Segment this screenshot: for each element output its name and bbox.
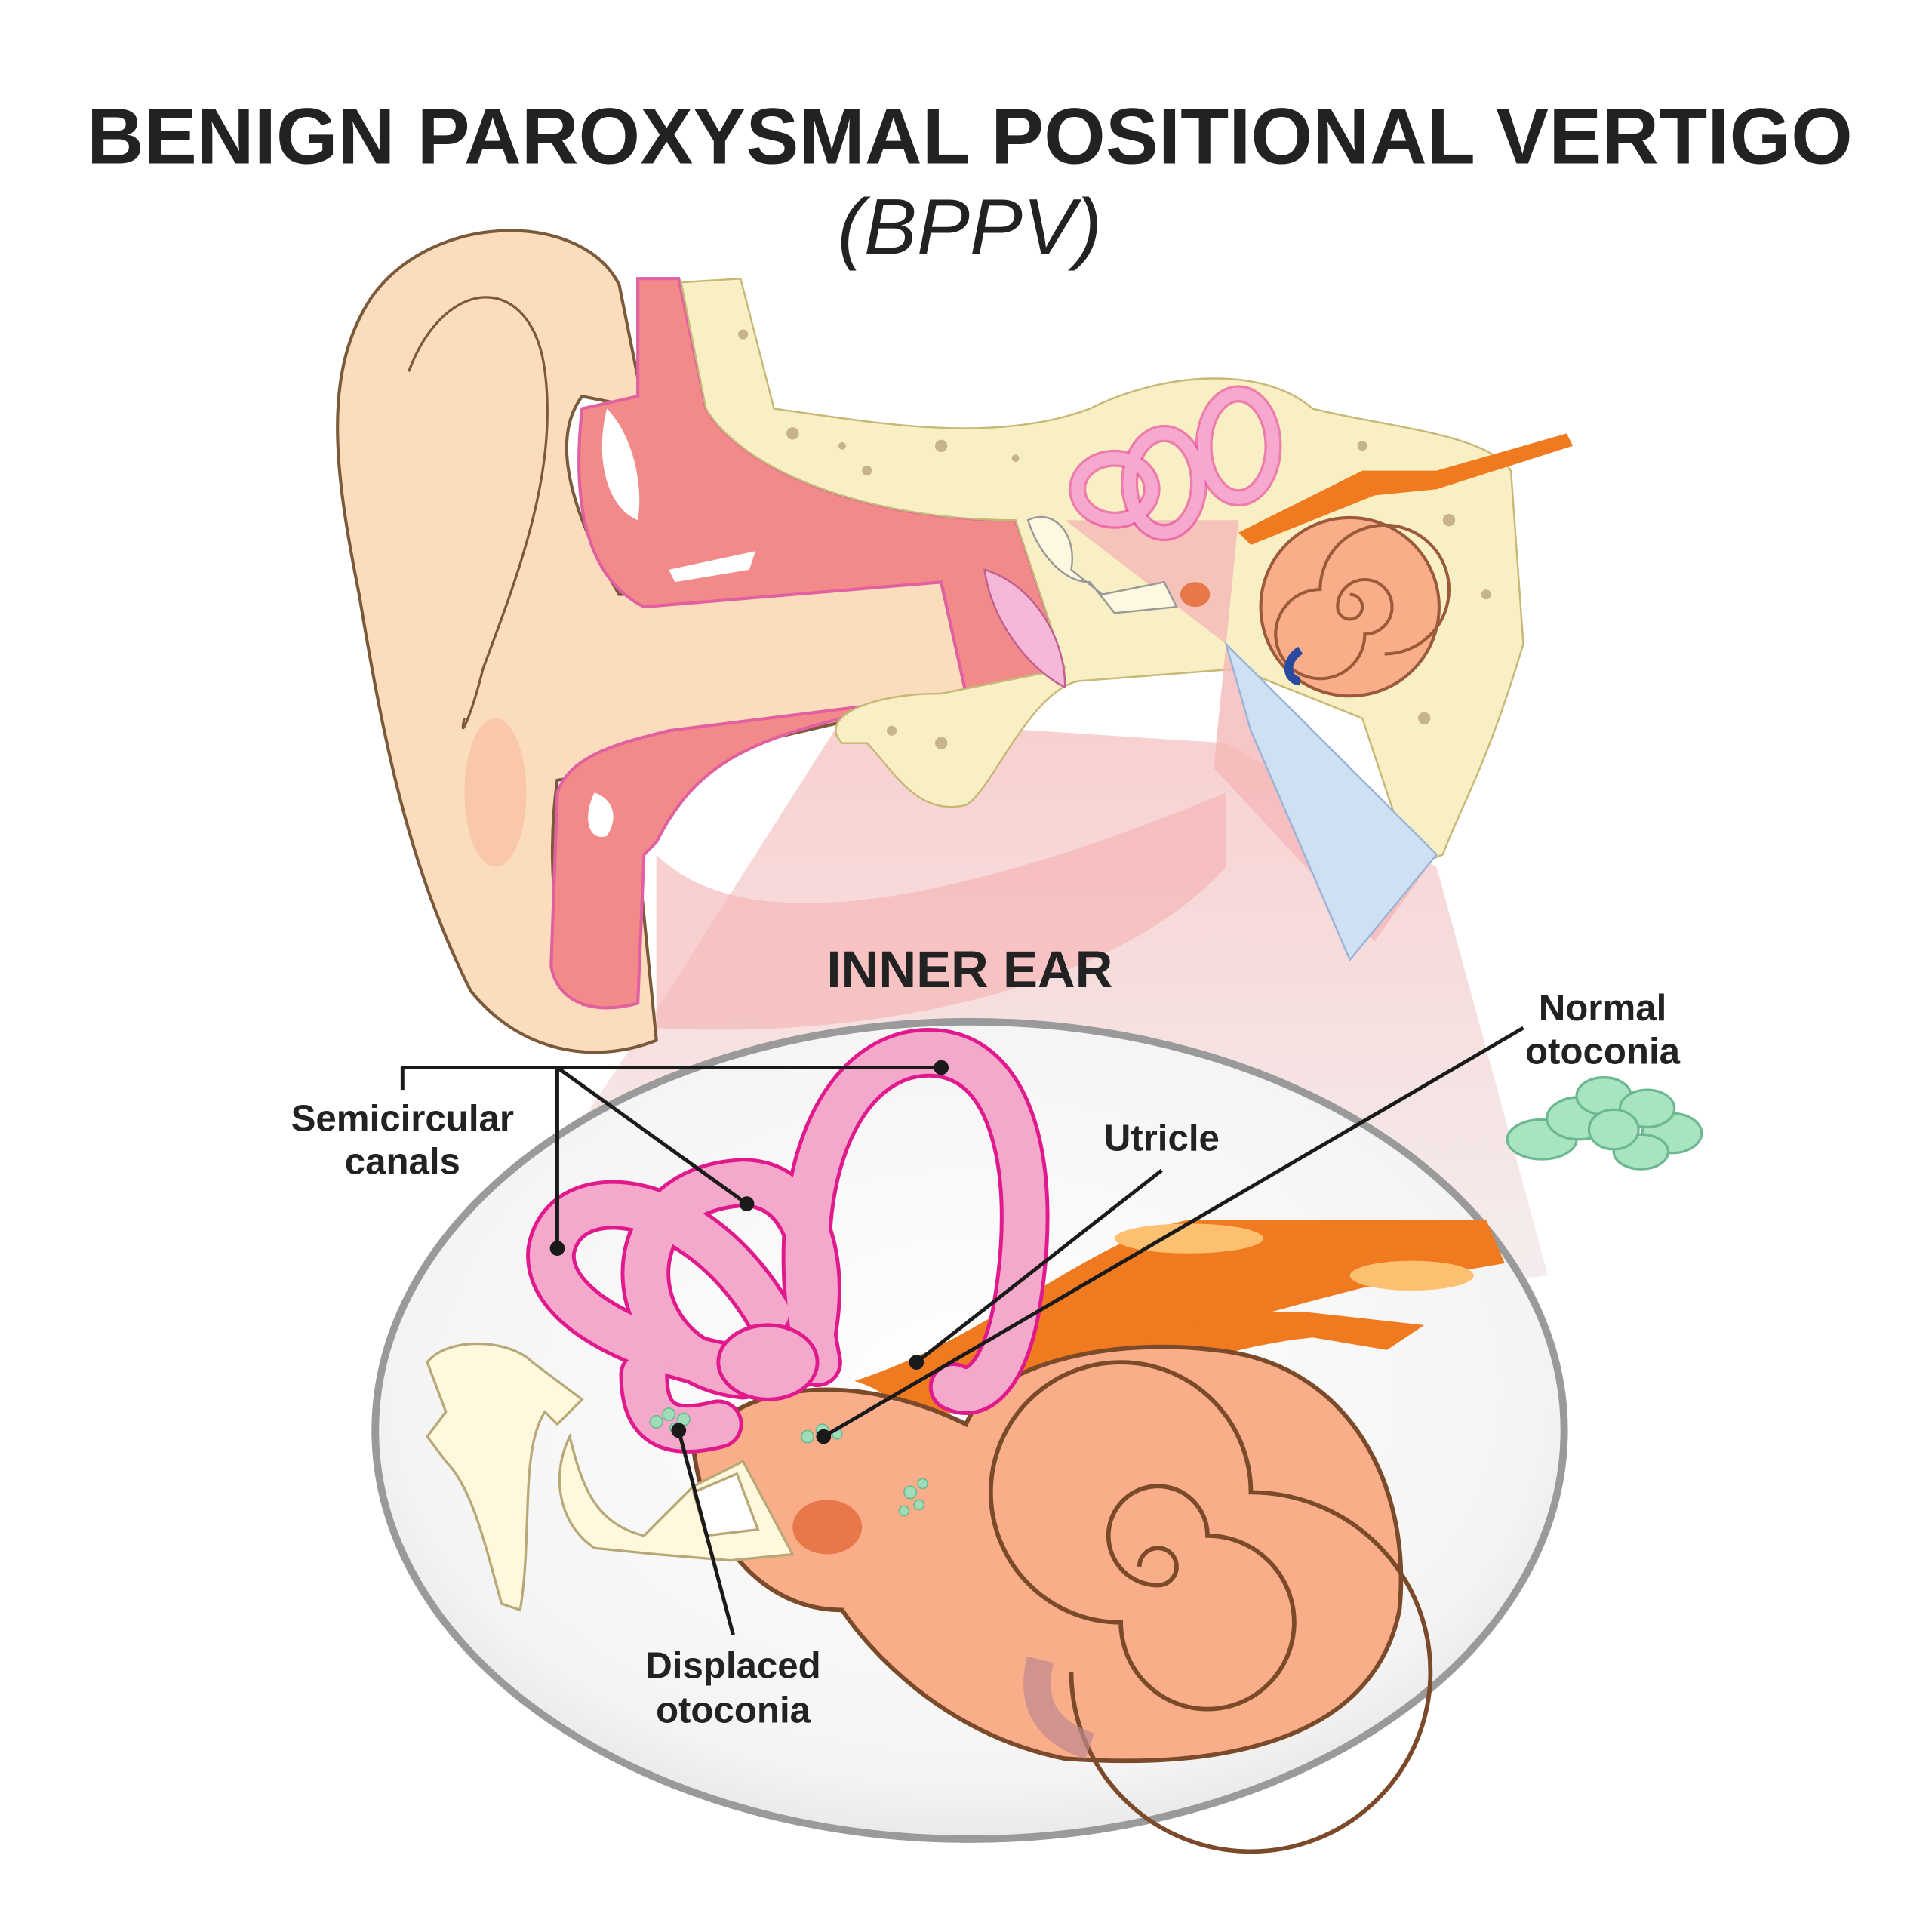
leader-lines (400, 1026, 1524, 1635)
label-displaced-line1: Displaced (645, 1645, 821, 1687)
page-title: BENIGN PAROXYSMAL POSITIONAL VERTIGO (87, 93, 1853, 181)
label-normal-line2: otoconia (1525, 1031, 1681, 1072)
temporal-bone (680, 277, 1524, 869)
page-subtitle: (BPPV) (838, 183, 1102, 271)
label-displaced-line2: otoconia (656, 1690, 811, 1731)
outer-ear (336, 229, 968, 1054)
label-utricle: Utricle (1104, 1118, 1220, 1159)
inner-ear-small (983, 385, 1574, 962)
label-semicircular-line1: Semicircular (291, 1097, 514, 1139)
label-normal-line1: Normal (1539, 987, 1667, 1029)
normal-otoconia-icon (1506, 1076, 1703, 1171)
label-semicircular-line2: canals (345, 1141, 460, 1183)
inset-title: INNER EAR (826, 940, 1112, 998)
